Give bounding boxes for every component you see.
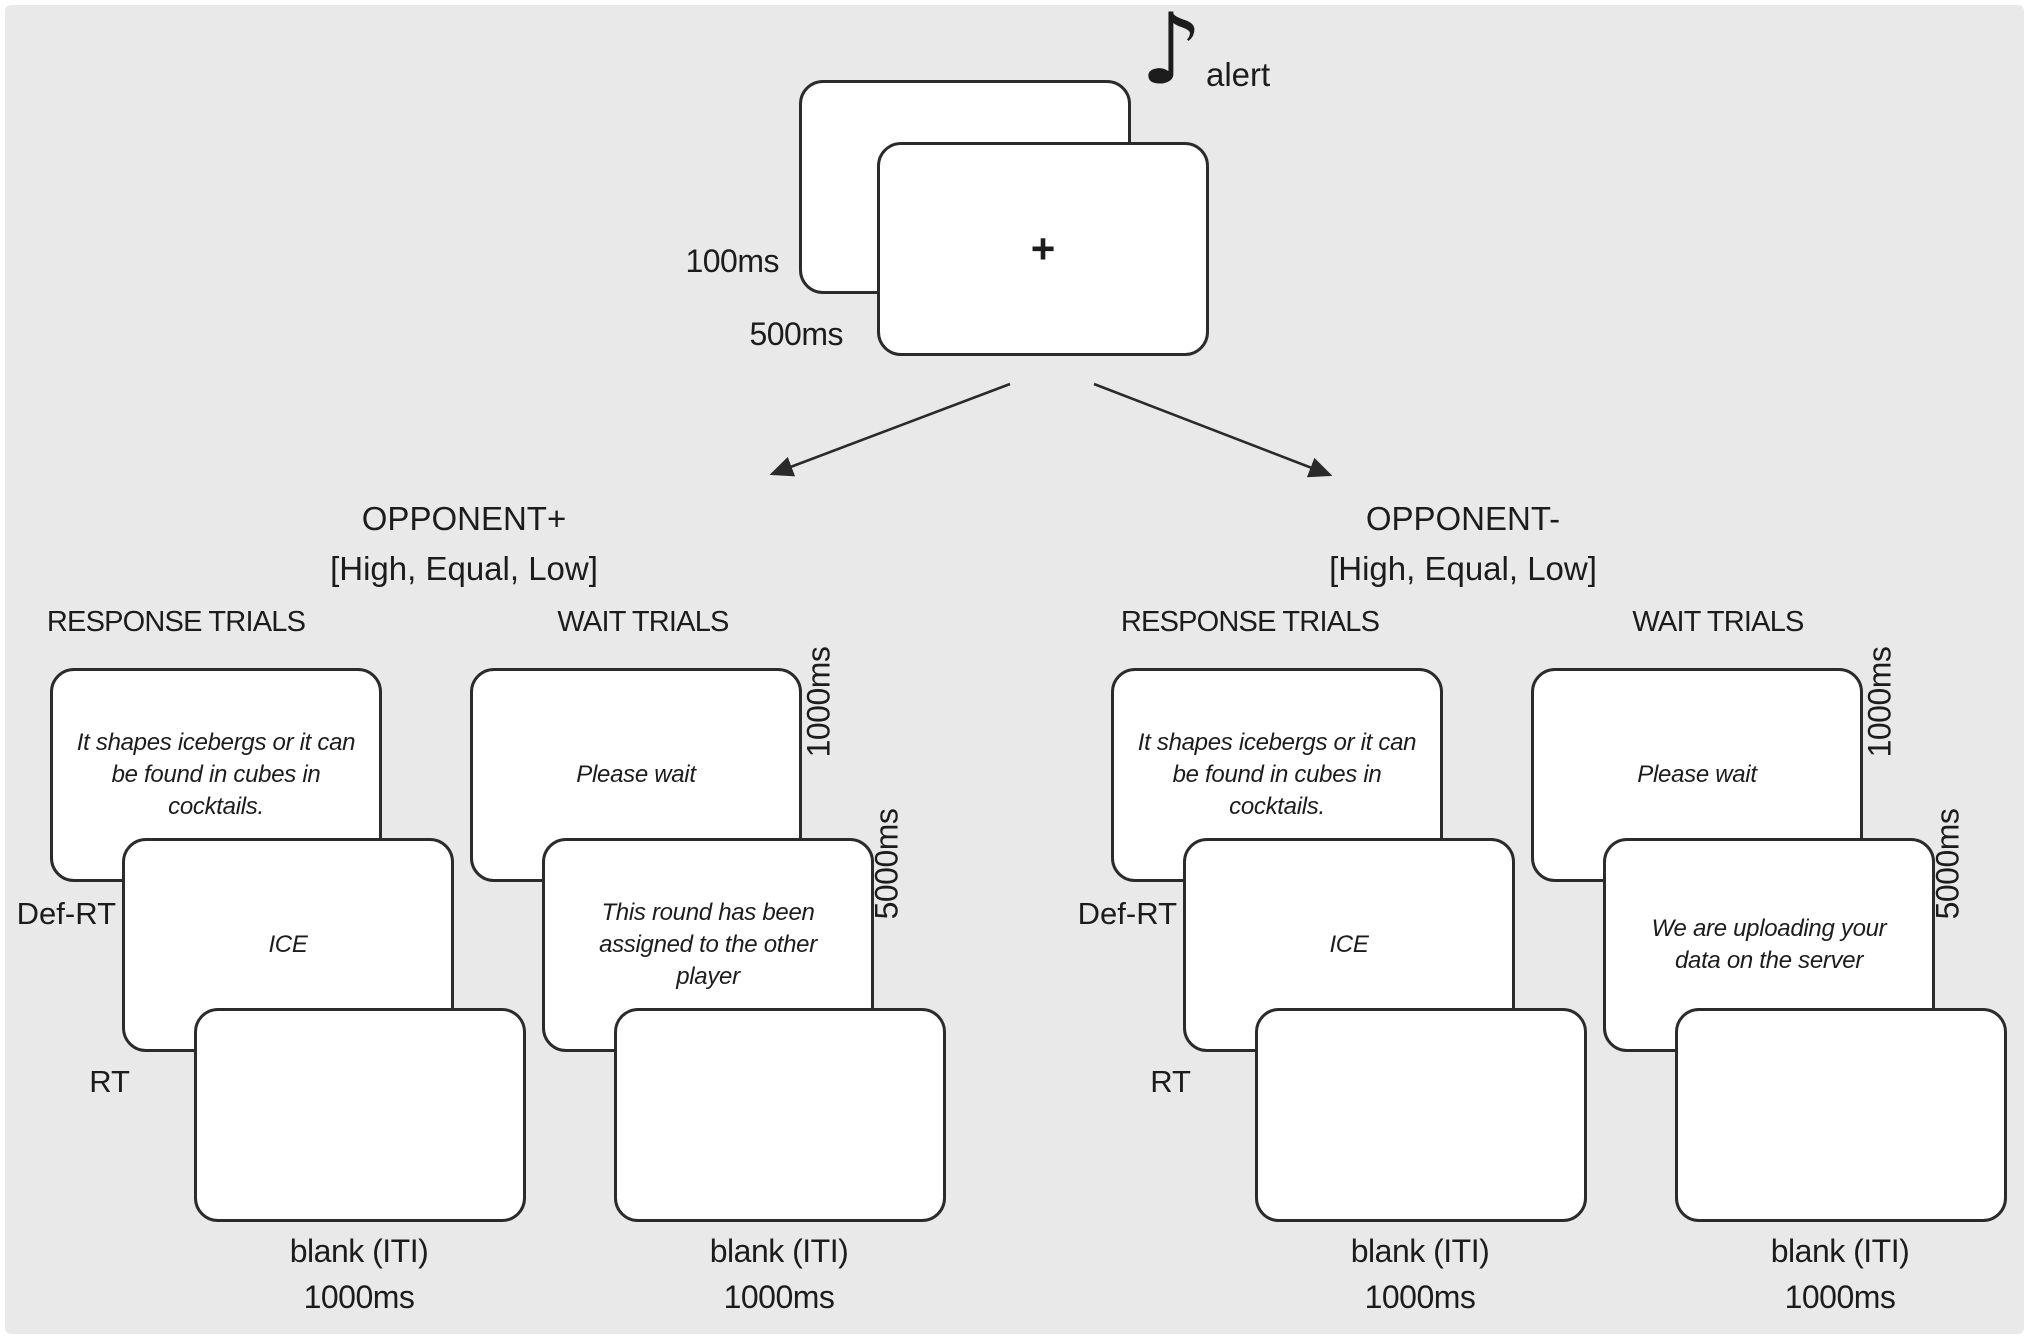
wait-trials-heading-left: WAIT TRIALS [557, 606, 729, 638]
rt-label: RT [1150, 1064, 1191, 1099]
branch-conditions-text: [High, Equal, Low] [330, 550, 598, 587]
response-trials-heading-left: RESPONSE TRIALS [46, 606, 306, 638]
wait-card-duration-label: 1000ms [800, 646, 837, 758]
iti-label: blank (ITI) 1000ms [1350, 1233, 1490, 1315]
iti-label: blank (ITI) 1000ms [289, 1233, 429, 1315]
opponent-minus-heading: OPPONENT- [High, Equal, Low] [1213, 494, 1713, 594]
target-word-text: ICE [268, 931, 308, 958]
wait-card-duration-label: 1000ms [1861, 646, 1898, 758]
branch-conditions-text: [High, Equal, Low] [1329, 550, 1597, 587]
wait-trials-heading-right: WAIT TRIALS [1632, 606, 1804, 638]
response-trials-heading-right: RESPONSE TRIALS [1120, 606, 1380, 638]
fixation-cross: + [1030, 225, 1056, 272]
fixation-screen-card: + [877, 142, 1209, 356]
alert-duration-label: 100ms [685, 243, 779, 279]
def-rt-label: Def-RT [16, 896, 116, 931]
wait-message-text: This round has been assigned to the othe… [599, 899, 817, 990]
iti-label: blank (ITI) 1000ms [709, 1233, 849, 1315]
blank-iti-card [1255, 1008, 1587, 1222]
definition-card-text: It shapes icebergs or it can be found in… [1137, 729, 1417, 820]
please-wait-text: Please wait [576, 761, 696, 788]
fixation-duration-label: 500ms [749, 316, 843, 352]
def-rt-label: Def-RT [1077, 896, 1177, 931]
rt-label: RT [89, 1064, 130, 1099]
opponent-plus-heading: OPPONENT+ [High, Equal, Low] [214, 494, 714, 594]
blank-iti-card [1675, 1008, 2007, 1222]
branch-title-text: OPPONENT+ [361, 500, 567, 537]
target-word-text: ICE [1329, 931, 1369, 958]
iti-label: blank (ITI) 1000ms [1770, 1233, 1910, 1315]
wait-message-text: We are uploading your data on the server [1651, 915, 1887, 974]
blank-iti-card [614, 1008, 946, 1222]
definition-card-text: It shapes icebergs or it can be found in… [76, 729, 356, 820]
alert-label: alert [1206, 56, 1271, 93]
branch-title-text: OPPONENT- [1365, 500, 1561, 537]
message-card-duration-label: 5000ms [868, 808, 905, 920]
blank-iti-card [194, 1008, 526, 1222]
music-note-icon: ♪ [1140, 0, 1203, 107]
message-card-duration-label: 5000ms [1929, 808, 1966, 920]
please-wait-text: Please wait [1637, 761, 1757, 788]
